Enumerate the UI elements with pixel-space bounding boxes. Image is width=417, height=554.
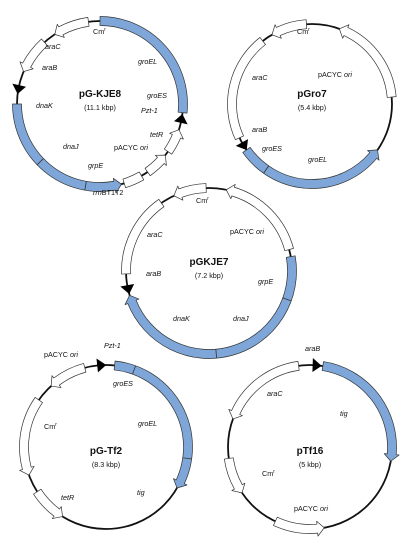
- ori-label: pACYC ori: [230, 227, 264, 236]
- terminator-label: rrnBT1T2: [93, 188, 123, 197]
- cm-gene: [19, 397, 43, 476]
- promoter-label-pzt: Pzt-1: [104, 341, 121, 350]
- plasmid-map-pgro7: [227, 19, 397, 189]
- rrnb-terminator: [122, 171, 145, 189]
- plasmid-map-pg-kje8: [12, 16, 188, 194]
- arab-promoter-arrow: [312, 358, 322, 373]
- ori-region: [273, 516, 325, 537]
- gene-label-arac: araC: [45, 42, 61, 51]
- plasmid-size: (5.4 kbp): [298, 103, 326, 112]
- dnaj-grpe-divider: [84, 181, 87, 191]
- pzt-promoter-arrow: [96, 358, 107, 373]
- tetr-gene: [33, 488, 63, 519]
- plasmid-size: (7.2 kbp): [195, 271, 223, 280]
- plasmid-name: pGro7: [297, 89, 327, 100]
- plasmid-size: (5 kbp): [299, 460, 321, 469]
- arac-gene: [228, 360, 300, 420]
- arac-gene: [227, 37, 266, 141]
- gene-label-dnaj: dnaJ: [63, 142, 79, 151]
- plasmid-name: pG-KJE8: [79, 89, 122, 100]
- gene-label-groel: groEL: [308, 155, 327, 164]
- ori-label: pACYC ori: [44, 350, 78, 359]
- ori-label: pACYC ori: [114, 143, 148, 152]
- gene-label-arab: araB: [305, 344, 320, 353]
- gene-label-groes: groES: [262, 144, 282, 153]
- gene-label-arab: araB: [146, 269, 161, 278]
- gene-label-arab: araB: [252, 125, 267, 134]
- plasmid-size: (11.1 kbp): [84, 103, 116, 112]
- groel-gene: [99, 16, 188, 114]
- gene-label-arac: araC: [147, 230, 163, 239]
- ori-label: pACYC ori: [294, 504, 328, 513]
- dnak-dnaj-grpe-genes: [12, 103, 122, 194]
- plasmid-name: pG-Tf2: [90, 446, 123, 457]
- groes-groel-genes: [242, 146, 380, 189]
- plasmid-name: pGKJE7: [190, 257, 229, 268]
- plasmid-map-pgkje7: [120, 183, 297, 359]
- gene-label-groel: groEL: [138, 57, 157, 66]
- ori-region: [339, 24, 397, 98]
- gene-label-tetr: tetR: [150, 130, 163, 139]
- groes-groel-divider: [132, 365, 136, 375]
- tetr-gene: [163, 129, 184, 155]
- cm-gene: [54, 17, 90, 38]
- dnak-dnaj-grpe-genes: [124, 255, 297, 359]
- gene-label-arab: araB: [42, 63, 57, 72]
- plasmid-size: (8.3 kbp): [92, 460, 120, 469]
- groes-groel-tig-genes: [113, 360, 193, 489]
- ori-label: pACYC ori: [318, 70, 352, 79]
- arac-gene: [19, 38, 48, 72]
- plasmid-map-pg-tf2: [19, 358, 193, 530]
- gene-label-dnak: dnaK: [173, 314, 191, 323]
- promoter-label-pzt: Pzt-1: [141, 106, 158, 115]
- plasmid-map-ptf16: [223, 358, 400, 537]
- cm-gene: [271, 19, 308, 39]
- arab-promoter-arrow: [120, 284, 135, 295]
- plasmid-name: pTf16: [297, 446, 324, 457]
- gene-label-cm: Cmr: [196, 196, 209, 205]
- gene-label-grpe: grpE: [258, 277, 273, 286]
- ori-region: [144, 154, 167, 177]
- cm-gene: [223, 457, 246, 494]
- arac-gene: [121, 198, 165, 275]
- gene-label-tig: tig: [340, 409, 348, 418]
- gene-label-dnaj: dnaJ: [233, 314, 249, 323]
- dnak-dnaj-divider: [36, 158, 44, 166]
- gene-label-groes: groES: [113, 379, 133, 388]
- gene-label-groel: groEL: [138, 419, 157, 428]
- ori-region: [225, 184, 294, 252]
- tig-gene: [321, 361, 400, 462]
- pzt-promoter-arrow: [174, 113, 188, 125]
- gene-label-cm: Cmr: [262, 469, 275, 478]
- gene-label-arac: araC: [252, 73, 268, 82]
- gene-label-arac: araC: [267, 389, 283, 398]
- gene-label-cm: Cmr: [44, 422, 57, 431]
- gene-label-dnak: dnaK: [36, 101, 54, 110]
- gene-label-cm: Cmr: [297, 27, 310, 36]
- arab-promoter-arrow: [235, 139, 249, 151]
- groes-groel-divider: [263, 165, 270, 174]
- gene-label-groes: groES: [147, 91, 167, 100]
- arab-promoter-arrow: [12, 83, 26, 95]
- dnaj-grpe-divider: [282, 297, 292, 302]
- groel-tig-divider: [182, 457, 192, 460]
- gene-label-cm: Cmr: [93, 27, 106, 36]
- gene-label-grpe: grpE: [88, 161, 103, 170]
- ori-region: [50, 363, 87, 388]
- gene-label-tetr: tetR: [61, 493, 74, 502]
- dnak-dnaj-divider: [215, 349, 218, 359]
- gene-label-tig: tig: [137, 488, 145, 497]
- cm-gene: [173, 183, 207, 201]
